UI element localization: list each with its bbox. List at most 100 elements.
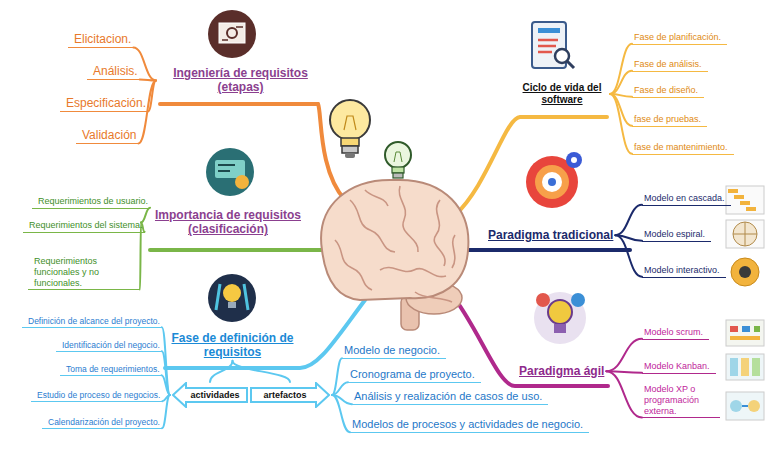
branch-connector xyxy=(610,94,632,154)
topic-text: Fase de diseño. xyxy=(634,85,698,96)
document-search-icon xyxy=(532,22,574,68)
leaf-topic: Toma de requerimientos. xyxy=(60,364,162,376)
heading-text: Importancia de requisitos (clasificación… xyxy=(143,208,313,237)
topic-text: Especificación. xyxy=(66,96,146,110)
block-arrow: actividades xyxy=(172,382,248,408)
branch-connector xyxy=(332,395,350,432)
lightbulb-icon xyxy=(385,142,411,178)
leaf-topic: Calendarización del proyecto. xyxy=(42,417,162,429)
topic-text: actividades xyxy=(190,390,239,401)
leaf-topic: Fase de análisis. xyxy=(632,59,708,72)
circuit-icon xyxy=(206,148,254,196)
brain-illustration xyxy=(321,180,468,330)
leaf-topic: Modelo scrum. xyxy=(642,327,709,340)
leaf-topic: Fase de planificación. xyxy=(632,32,727,45)
leaf-topic: Especificación. xyxy=(60,96,148,112)
leaf-topic: Elicitacion. xyxy=(68,32,133,48)
leaf-topic: Análisis y realización de casos de uso. xyxy=(352,390,548,405)
branch-heading: Fase de definición de requisitos xyxy=(165,331,300,360)
branch-heading: Importancia de requisitos (clasificación… xyxy=(143,208,313,237)
leaf-topic: Validación xyxy=(76,128,138,144)
topic-text: Modelo interactivo. xyxy=(644,265,720,276)
leaf-topic: Modelo espiral. xyxy=(642,229,711,242)
topic-text: Modelo Kanban. xyxy=(644,361,710,372)
block-arrow: artefactos xyxy=(250,382,330,408)
heading-text: Paradigma tradicional xyxy=(488,228,613,242)
branch-connector xyxy=(332,382,348,395)
topic-text: Elicitacion. xyxy=(74,32,131,46)
topic-text: Fase de planificación. xyxy=(634,32,721,43)
topic-text: Modelo de negocio. xyxy=(344,344,440,357)
leaf-topic: Modelo XP o programación externa. xyxy=(642,384,720,418)
heading-text: Ciclo de vida del software xyxy=(516,82,608,106)
leaf-topic: fase de mantenimiento. xyxy=(632,142,734,155)
branch-connector xyxy=(610,71,632,94)
topic-text: fase de mantenimiento. xyxy=(634,142,728,153)
topic-text: Toma de requerimientos. xyxy=(66,364,160,374)
branch-connector xyxy=(210,361,233,382)
heading-text: Ingeniería de requisitos (etapas) xyxy=(158,66,323,95)
leaf-topic: Modelo interactivo. xyxy=(642,265,726,278)
waterfall-thumbnail xyxy=(726,186,764,214)
idea-tools-icon xyxy=(208,274,256,322)
leaf-topic: Modelos de procesos y actividades de neg… xyxy=(350,418,589,433)
branch-lines xyxy=(150,104,630,386)
branch-connector xyxy=(233,361,291,382)
branch-connector xyxy=(162,375,170,395)
target-gear-icon xyxy=(526,152,582,208)
leaf-topic: Modelo de negocio. xyxy=(342,344,446,359)
topic-text: Cronograma de proyecto. xyxy=(350,368,475,381)
topic-text: Modelo scrum. xyxy=(644,327,703,338)
topic-text: Identificación del negocio. xyxy=(62,340,160,350)
leaf-topic: Definición de alcance del proyecto. xyxy=(22,316,162,328)
branch-connector xyxy=(610,44,632,94)
branch-heading: Ciclo de vida del software xyxy=(516,82,608,106)
topic-text: Modelo espiral. xyxy=(644,229,705,240)
topic-text: Modelo en cascada. xyxy=(644,193,725,204)
iterative-thumbnail xyxy=(731,258,759,286)
leaf-topic: Fase de diseño. xyxy=(632,85,704,98)
branch-connector xyxy=(615,235,642,277)
branch-connector xyxy=(615,205,642,235)
heading-text: Paradigma ágil xyxy=(519,364,604,378)
topic-text: Estudio de proceso de negocios. xyxy=(37,390,160,400)
blueprint-icon xyxy=(208,10,256,58)
lightbulb-icon xyxy=(330,100,370,158)
topic-text: Modelo XP o programación externa. xyxy=(644,384,714,416)
topic-text: Calendarización del proyecto. xyxy=(48,417,160,427)
topic-text: Análisis y realización de casos de uso. xyxy=(354,390,542,403)
topic-text: Validación xyxy=(82,128,136,142)
branch-connector xyxy=(606,339,642,371)
topic-text: Definición de alcance del proyecto. xyxy=(28,316,160,326)
leaf-topic: Modelo Kanban. xyxy=(642,361,716,374)
leaf-topic: Requerimientos de usuario. xyxy=(32,196,150,209)
heading-text: Fase de definición de requisitos xyxy=(165,331,300,360)
leaf-topic: Cronograma de proyecto. xyxy=(348,368,481,383)
leaf-topic: Modelo en cascada. xyxy=(642,193,731,206)
branch-connector xyxy=(162,327,170,395)
branch-heading: Paradigma tradicional xyxy=(488,228,613,242)
scrum-thumbnail xyxy=(726,320,764,346)
topic-text: Requerimientos funcionales y no funciona… xyxy=(34,256,138,288)
topic-text: Análisis. xyxy=(93,64,138,78)
leaf-topic: Estudio de proceso de negocios. xyxy=(31,390,162,402)
branch-connector xyxy=(140,79,156,80)
branch-heading: Paradigma ágil xyxy=(519,364,604,378)
xp-thumbnail xyxy=(726,392,764,420)
topic-text: fase de pruebas. xyxy=(634,114,701,125)
topic-text: Requerimientos de usuario. xyxy=(38,196,148,207)
bulb-gears-icon xyxy=(534,292,586,344)
leaf-topic: Requerimientos funcionales y no funciona… xyxy=(28,256,140,290)
topic-text: Requerimientos del sistema. xyxy=(29,220,143,231)
leaf-topic: Requerimientos del sistema. xyxy=(23,220,145,233)
branch-connector xyxy=(606,371,642,417)
topic-text: Fase de análisis. xyxy=(634,59,702,70)
topic-text: artefactos xyxy=(263,390,306,401)
leaf-topic: fase de pruebas. xyxy=(632,114,707,127)
branch-heading: Ingeniería de requisitos (etapas) xyxy=(158,66,323,95)
branch-connector xyxy=(162,395,170,428)
leaf-topic: Identificación del negocio. xyxy=(56,340,162,352)
spiral-thumbnail xyxy=(726,220,764,248)
topic-text: Modelos de procesos y actividades de neg… xyxy=(352,418,583,431)
